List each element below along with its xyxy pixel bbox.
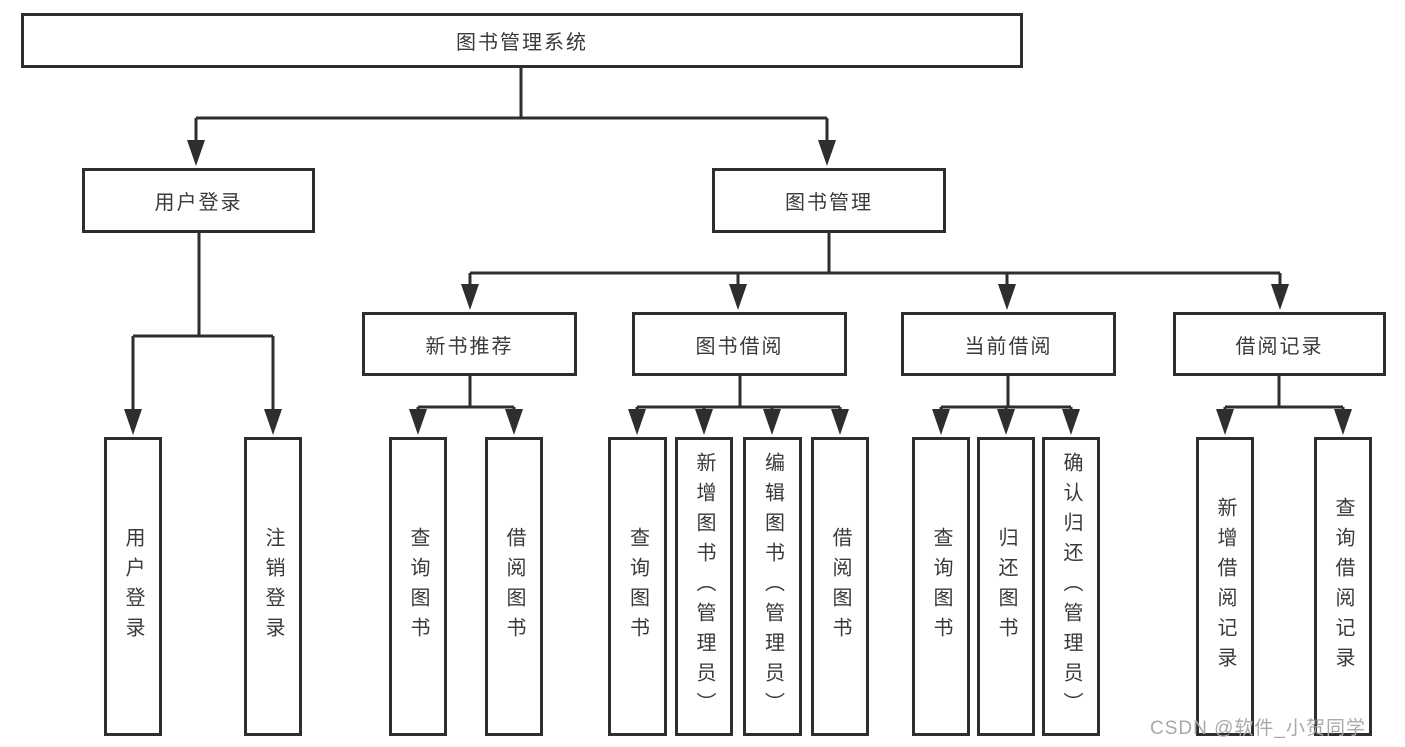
leaf-label: 注销登录 — [262, 526, 284, 647]
leaf-label: 查询借阅记录 — [1332, 496, 1354, 677]
node-root-label: 图书管理系统 — [456, 32, 588, 54]
leaf-label: 借阅图书 — [503, 526, 525, 647]
arrowhead — [264, 409, 282, 435]
node-root: 图书管理系统 — [21, 13, 1023, 68]
arrowhead — [461, 284, 479, 310]
node-borrow-records: 借阅记录 — [1173, 312, 1386, 376]
node-label: 图书管理 — [785, 192, 873, 214]
leaf-add-borrow-record: 新增借阅记录 — [1196, 437, 1254, 736]
node-book-management: 图书管理 — [712, 168, 946, 233]
arrowhead — [998, 284, 1016, 310]
node-label: 当前借阅 — [964, 335, 1053, 358]
arrowhead — [1216, 409, 1234, 435]
leaf-label: 新增借阅记录 — [1214, 496, 1236, 677]
leaf-user-login: 用户登录 — [104, 437, 162, 736]
node-label: 用户登录 — [154, 192, 243, 214]
leaf-logout: 注销登录 — [244, 437, 302, 736]
leaf-add-books-admin: 新增图书（管理员） — [675, 437, 733, 736]
leaf-label: 查询图书 — [626, 526, 649, 647]
arrowhead — [409, 409, 427, 435]
leaf-query-books-recommend: 查询图书 — [389, 437, 447, 736]
leaf-label: 归还图书 — [995, 526, 1017, 647]
arrowhead — [187, 140, 205, 166]
node-new-book-recommend: 新书推荐 — [362, 312, 577, 376]
node-user-login: 用户登录 — [82, 168, 315, 233]
leaf-label: 用户登录 — [122, 526, 144, 647]
arrowhead — [997, 409, 1015, 435]
arrowhead — [818, 140, 836, 166]
arrowhead — [695, 409, 713, 435]
node-book-borrow: 图书借阅 — [632, 312, 847, 376]
leaf-return-books: 归还图书 — [977, 437, 1035, 736]
node-label: 新书推荐 — [425, 335, 514, 358]
leaf-query-books-borrow: 查询图书 — [608, 437, 667, 736]
leaf-label: 查询图书 — [930, 526, 952, 647]
leaf-borrow-books: 借阅图书 — [811, 437, 869, 736]
arrowhead — [729, 284, 747, 310]
leaf-label: 借阅图书 — [829, 526, 851, 647]
arrowhead — [124, 409, 142, 435]
leaf-query-books-current: 查询图书 — [912, 437, 970, 736]
leaf-confirm-return-admin: 确认归还（管理员） — [1042, 437, 1100, 736]
leaf-label: 编辑图书（管理员） — [761, 451, 784, 722]
connector-newbook-to-leaves — [416, 376, 516, 414]
connector-borrowrecord-to-leaves — [1223, 376, 1345, 414]
node-label: 借阅记录 — [1235, 335, 1324, 358]
leaf-label: 新增图书（管理员） — [693, 451, 715, 722]
csdn-watermark: CSDN @软件_小贺同学 — [1150, 718, 1366, 739]
arrowhead — [1334, 409, 1352, 435]
leaf-query-borrow-record: 查询借阅记录 — [1314, 437, 1372, 736]
arrowhead — [628, 409, 646, 435]
arrowheads — [124, 140, 1352, 435]
arrowhead — [1062, 409, 1080, 435]
leaf-edit-books-admin: 编辑图书（管理员） — [743, 437, 802, 736]
leaf-borrow-books-recommend: 借阅图书 — [485, 437, 543, 736]
connector-currentborrow-to-leaves — [939, 376, 1073, 414]
arrowhead — [1271, 284, 1289, 310]
arrowhead — [763, 409, 781, 435]
node-label: 图书借阅 — [695, 335, 784, 358]
leaf-label: 查询图书 — [407, 526, 429, 647]
arrowhead — [932, 409, 950, 435]
connector-root-to-level2 — [194, 68, 829, 148]
arrowhead — [505, 409, 523, 435]
connector-userlogin-to-leaves — [131, 233, 275, 414]
connector-bookborrow-to-leaves — [635, 376, 842, 414]
leaf-label: 确认归还（管理员） — [1060, 451, 1082, 722]
arrowhead — [831, 409, 849, 435]
node-current-borrow: 当前借阅 — [901, 312, 1116, 376]
connector-bookmgmt-to-level3 — [468, 233, 1282, 290]
